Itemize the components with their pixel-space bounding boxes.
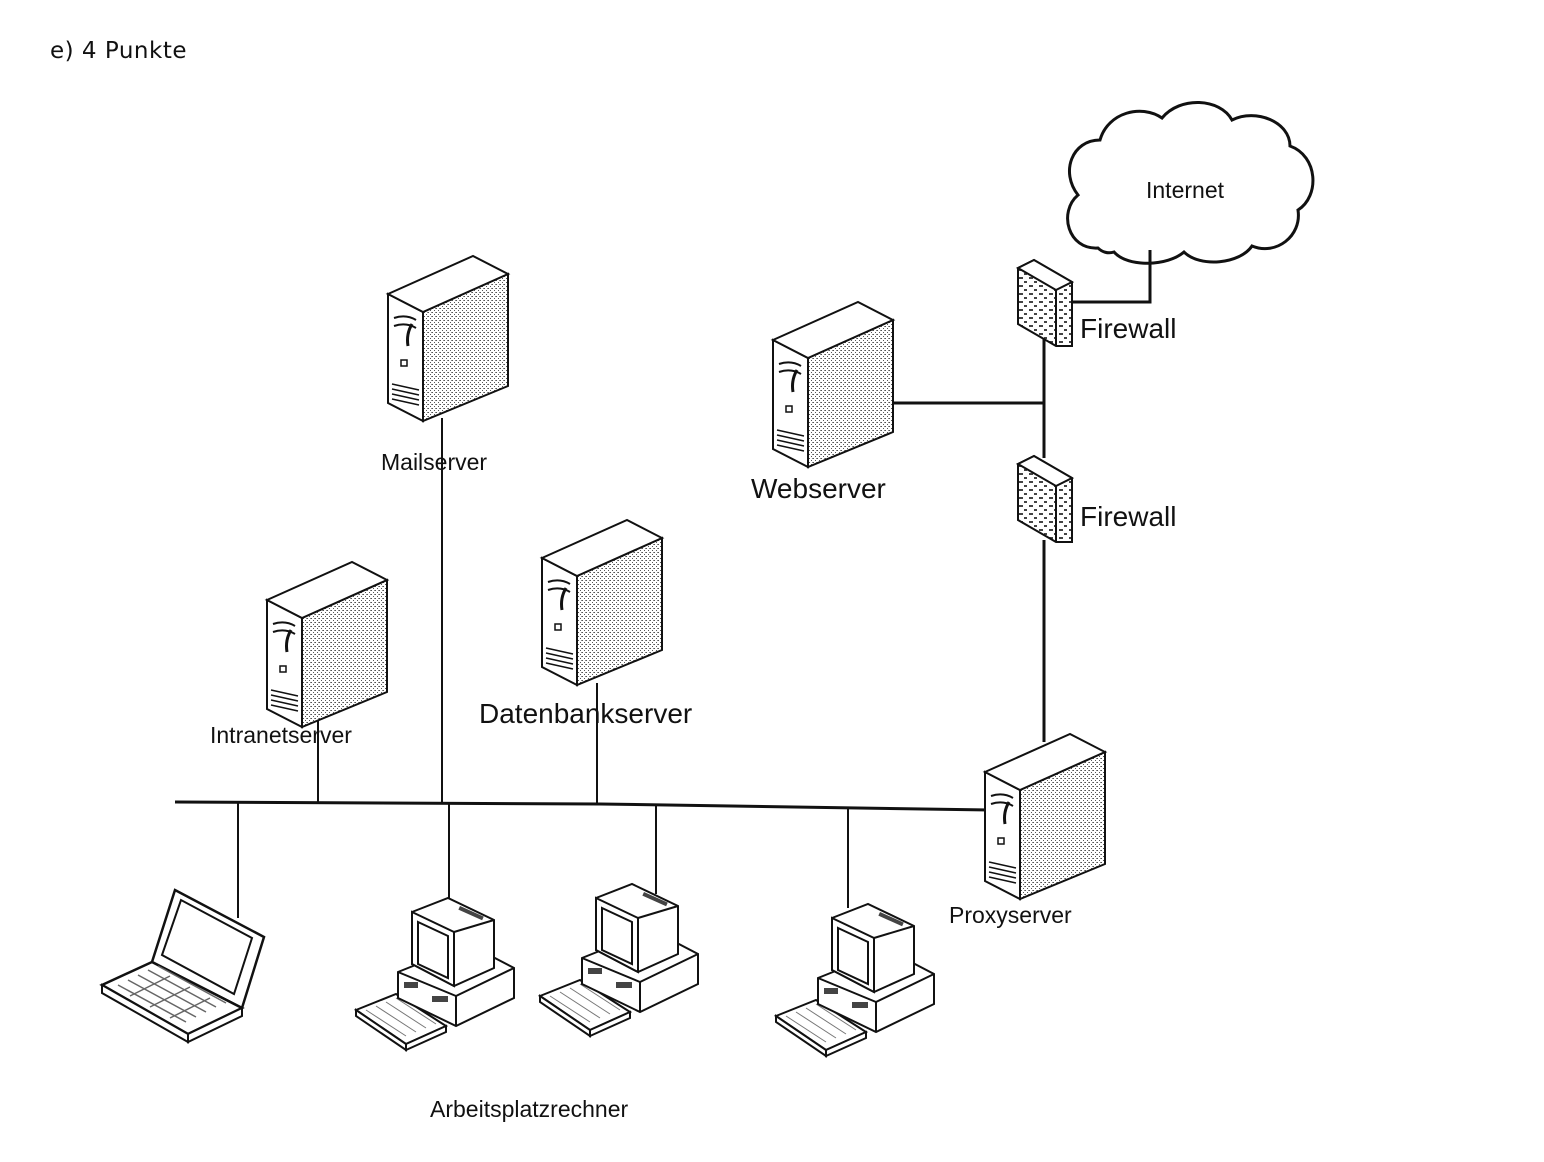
label-arbeitsplatzrechner: Arbeitsplatzrechner [430,1096,629,1122]
label-mailserver: Mailserver [381,449,488,475]
webserver-icon [771,300,895,469]
label-firewall-top: Firewall [1080,313,1177,344]
lan-bus [174,800,991,812]
intranetserver-icon [265,560,389,729]
firewall-icon-bottom [1017,455,1073,543]
datenbankserver-icon [540,518,664,687]
label-webserver: Webserver [751,473,886,504]
label-proxyserver: Proxyserver [949,902,1072,928]
workstation-icon-2 [539,883,699,1037]
network-links [174,250,1152,918]
label-intranetserver: Intranetserver [210,722,352,748]
firewall-icon-top [1017,259,1073,347]
workstation-icon-3 [775,903,935,1057]
label-firewall-bottom: Firewall [1080,501,1177,532]
label-internet: Internet [1146,177,1224,203]
internet-cloud-icon [1066,101,1315,265]
mailserver-icon [386,254,510,423]
proxyserver-icon [983,732,1107,901]
link-internet-firewall [1068,250,1152,304]
label-datenbankserver: Datenbankserver [479,698,693,729]
task-heading: e) 4 Punkte [50,38,187,64]
workstation-icon-1 [355,897,515,1051]
laptop-icon [99,888,266,1044]
